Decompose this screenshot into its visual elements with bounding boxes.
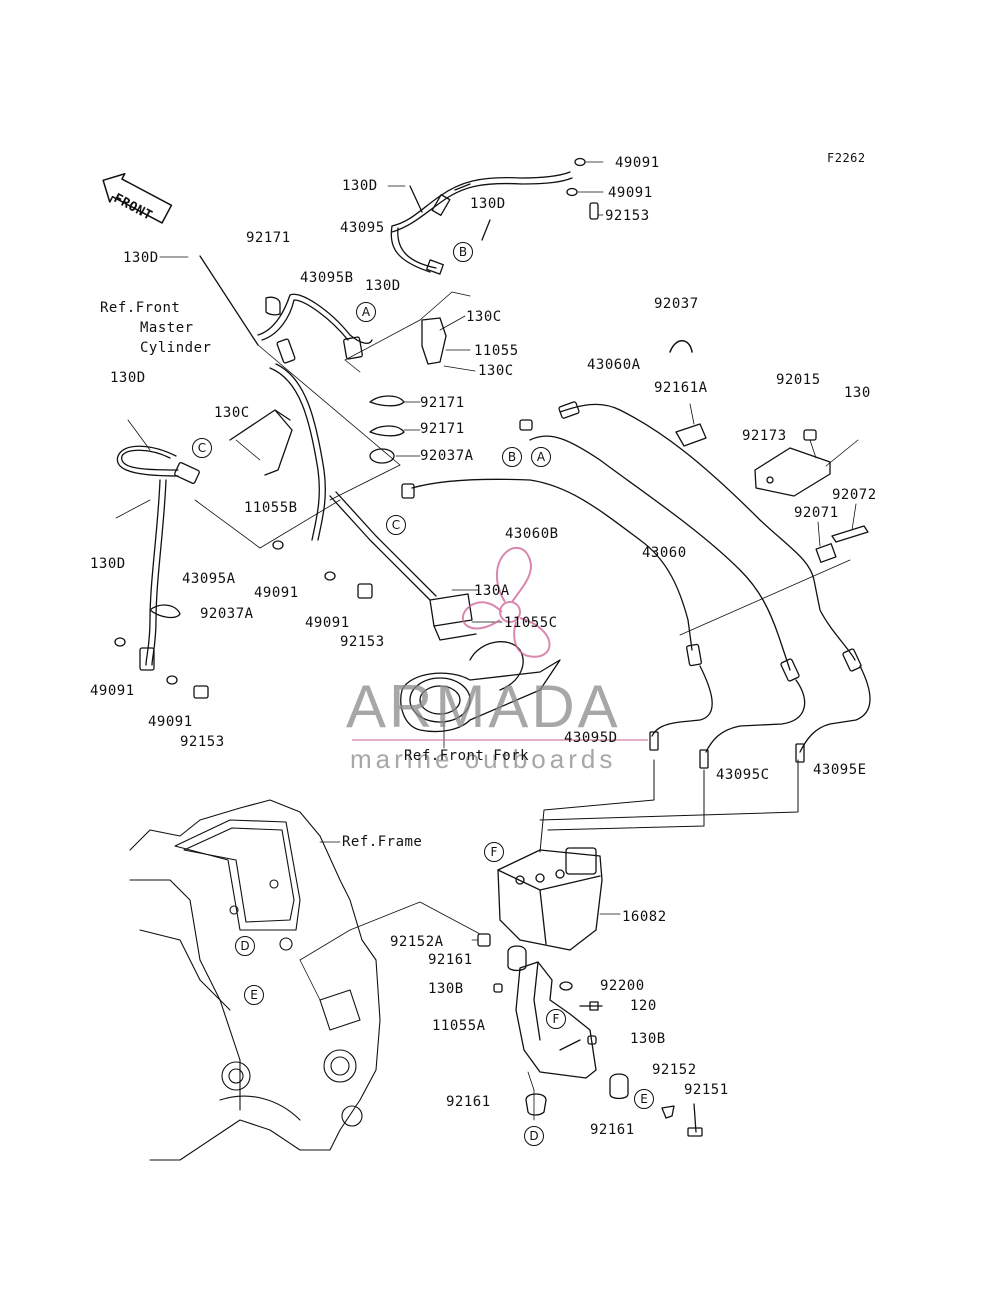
part-label-92161: 92161 [590, 1122, 635, 1138]
part-label-16082: 16082 [622, 909, 667, 925]
callout-b: B [453, 242, 473, 262]
part-label-130d: 130D [110, 370, 146, 386]
ref-master-cylinder-line2: Master [140, 320, 194, 336]
part-label-130d: 130D [123, 250, 159, 266]
part-label-92037a: 92037A [420, 448, 474, 464]
part-label-43095d: 43095D [564, 730, 618, 746]
hose-43095b [257, 293, 373, 344]
callout-d: D [524, 1126, 544, 1146]
callout-a: A [531, 447, 551, 467]
hose-43095a [121, 449, 179, 471]
part-label-43060b: 43060B [505, 526, 559, 542]
part-label-130b: 130B [428, 981, 464, 997]
part-label-92153: 92153 [605, 208, 650, 224]
part-label-120: 120 [630, 998, 657, 1014]
part-label-92200: 92200 [600, 978, 645, 994]
part-label-49091: 49091 [305, 615, 350, 631]
ref-frame: Ref.Frame [342, 834, 423, 850]
part-label-43095e: 43095E [813, 762, 867, 778]
part-label-11055c: 11055C [504, 615, 558, 631]
callout-b: B [502, 447, 522, 467]
pipe-43060b [411, 478, 693, 651]
callout-e: E [244, 985, 264, 1005]
ref-front-fork: Ref.Front Fork [404, 748, 530, 764]
callout-a: A [356, 302, 376, 322]
part-label-130: 130 [844, 385, 871, 401]
part-label-43095a: 43095A [182, 571, 236, 587]
callout-e: E [634, 1089, 654, 1109]
part-label-11055: 11055 [474, 343, 519, 359]
part-label-92037: 92037 [654, 296, 699, 312]
part-label-49091: 49091 [608, 185, 653, 201]
part-label-92161: 92161 [428, 952, 473, 968]
part-label-43060: 43060 [642, 545, 687, 561]
part-label-92161: 92161 [446, 1094, 491, 1110]
part-label-130d: 130D [470, 196, 506, 212]
part-label-92152: 92152 [652, 1062, 697, 1078]
part-label-49091: 49091 [615, 155, 660, 171]
part-label-130c: 130C [466, 309, 502, 325]
part-label-92037a: 92037A [200, 606, 254, 622]
part-label-130c: 130C [478, 363, 514, 379]
watermark-logo-icon [461, 547, 551, 658]
part-label-130d: 130D [365, 278, 401, 294]
part-label-130a: 130A [474, 583, 510, 599]
part-label-11055b: 11055B [244, 500, 298, 516]
bracket-11055a [515, 961, 597, 1079]
callout-f: F [484, 842, 504, 862]
hose-43095 [391, 171, 571, 227]
part-label-49091: 49091 [148, 714, 193, 730]
part-label-130c: 130C [214, 405, 250, 421]
watermark-tagline: marine outboards [350, 744, 617, 774]
part-label-49091: 49091 [254, 585, 299, 601]
ref-master-cylinder-line3: Cylinder [140, 340, 212, 356]
part-label-92153: 92153 [340, 634, 385, 650]
diagram-code: F2262 [827, 151, 866, 165]
frame-ref [129, 799, 481, 1161]
front-fork-ref [400, 659, 561, 733]
part-label-11055a: 11055A [432, 1018, 486, 1034]
part-label-92171: 92171 [420, 395, 465, 411]
pipe-43060a [559, 403, 856, 661]
part-label-92171: 92171 [420, 421, 465, 437]
part-label-130d: 130D [342, 178, 378, 194]
part-label-92151: 92151 [684, 1082, 729, 1098]
part-label-43095b: 43095B [300, 270, 354, 286]
part-label-130b: 130B [630, 1031, 666, 1047]
watermark-brand: ARMADA [346, 673, 621, 740]
callout-c: C [192, 438, 212, 458]
front-arrow-icon [102, 172, 173, 224]
callout-d: D [235, 936, 255, 956]
callout-f: F [546, 1009, 566, 1029]
part-label-49091: 49091 [90, 683, 135, 699]
part-label-92171: 92171 [246, 230, 291, 246]
part-label-92153: 92153 [180, 734, 225, 750]
part-label-130d: 130D [90, 556, 126, 572]
callout-c: C [386, 515, 406, 535]
part-label-92161a: 92161A [654, 380, 708, 396]
part-label-43095c: 43095C [716, 767, 770, 783]
part-label-92071: 92071 [794, 505, 839, 521]
part-label-92152a: 92152A [390, 934, 444, 950]
part-label-92015: 92015 [776, 372, 821, 388]
part-label-43060a: 43060A [587, 357, 641, 373]
abs-unit [497, 849, 603, 951]
part-label-43095: 43095 [340, 220, 385, 236]
part-label-92072: 92072 [832, 487, 877, 503]
ref-master-cylinder-line1: Ref.Front [100, 300, 181, 316]
part-label-92173: 92173 [742, 428, 787, 444]
